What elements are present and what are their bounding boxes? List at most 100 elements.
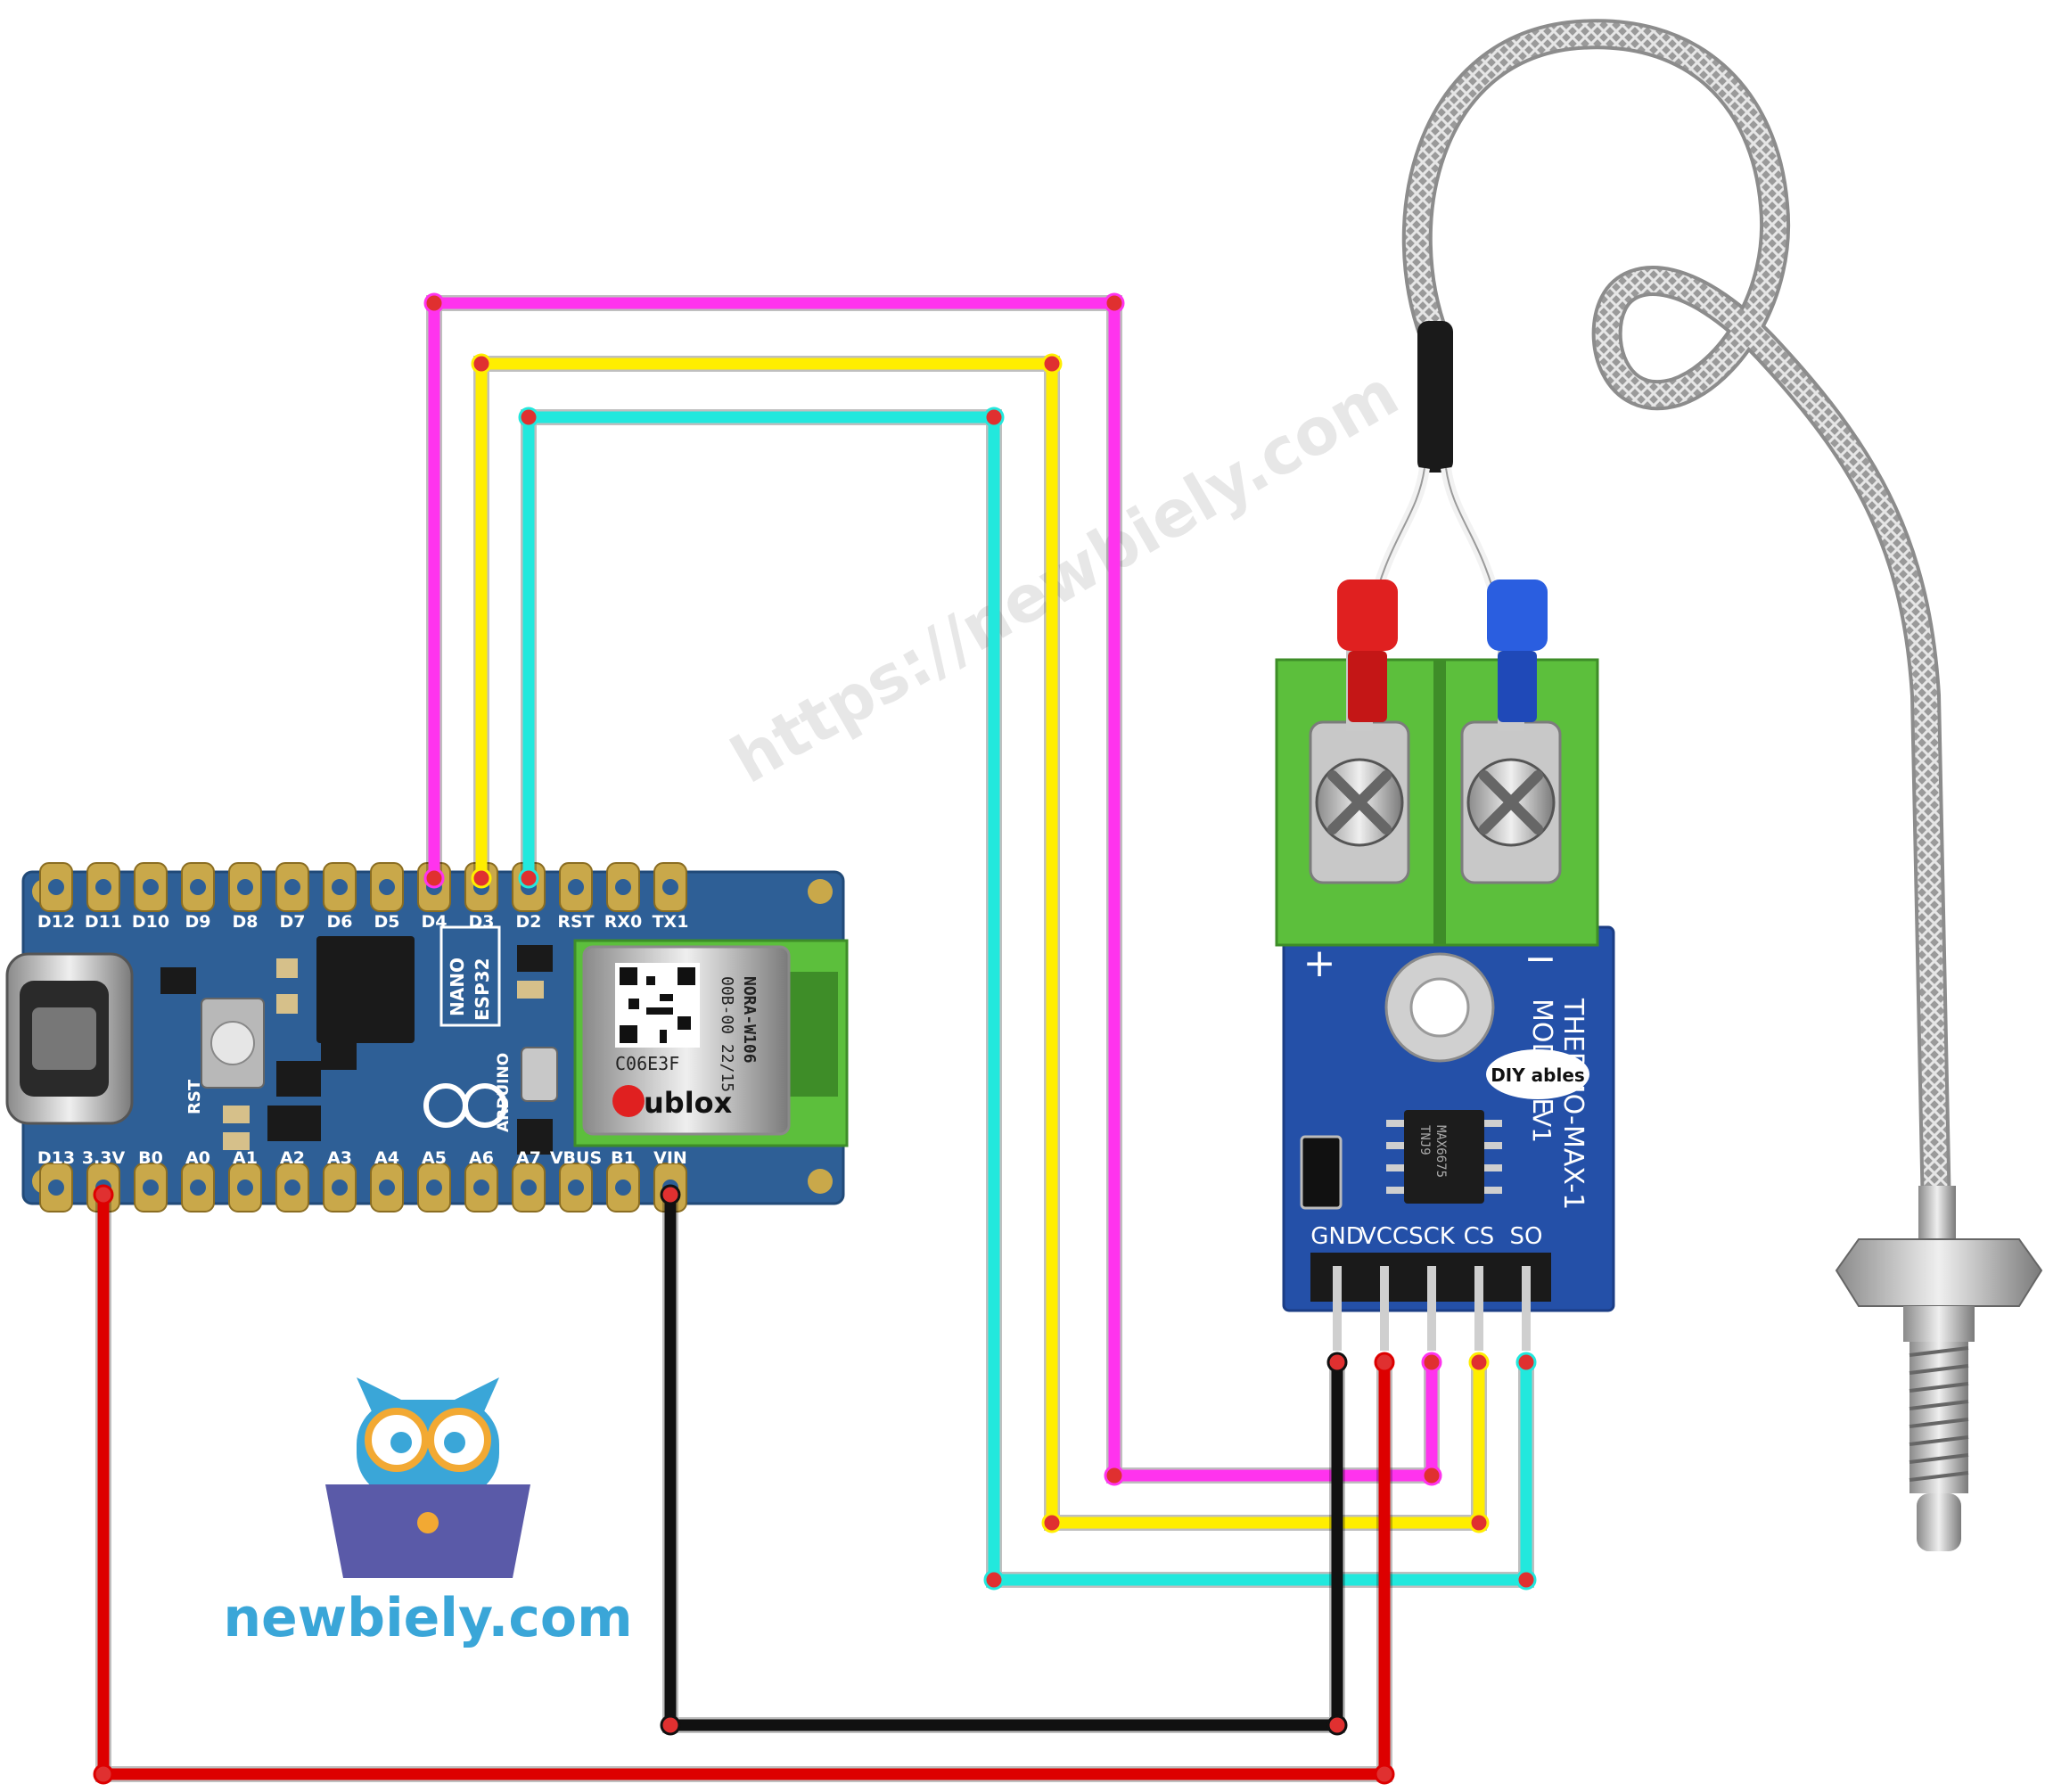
arduino-nano-esp32: RST NANO ESP32 ARDUINO	[5, 862, 849, 1212]
board-pin-label: B0	[138, 1148, 163, 1168]
wire-vin-to-gnd	[660, 1184, 1348, 1736]
reset-button[interactable]	[201, 998, 265, 1089]
wire-d2-to-so	[518, 407, 1537, 1591]
diyables-logo-text: DIY ables	[1491, 1065, 1585, 1086]
ublox-brand: ublox	[644, 1086, 733, 1120]
board-pin-label: A6	[469, 1148, 494, 1168]
silk-arduino-label: ARDUINO	[495, 1053, 513, 1132]
board-pin-label: D11	[85, 912, 122, 932]
minus-label: −	[1524, 936, 1557, 982]
board-pin-a0[interactable]	[181, 1163, 215, 1212]
board-pin-label: A3	[327, 1148, 352, 1168]
board-pin-label: A4	[374, 1148, 399, 1168]
board-pin-label: A0	[185, 1148, 210, 1168]
board-pin-label: D4	[422, 912, 448, 932]
board-pin-a5[interactable]	[417, 1163, 451, 1212]
module-pin-so[interactable]	[1522, 1266, 1531, 1351]
board-pin-label: RX0	[604, 912, 643, 932]
module-line1: 00B-00 22/15	[718, 976, 736, 1092]
board-pin-vbus[interactable]	[559, 1163, 593, 1212]
silk-nano-label: NANO	[447, 958, 468, 1016]
component-ic-small	[160, 967, 196, 994]
probe-collar	[1918, 1186, 1956, 1239]
silk-rst-label: RST	[185, 1079, 204, 1114]
red-crimp-connector	[1337, 580, 1398, 731]
wire-33v-to-vcc	[93, 1184, 1395, 1785]
board-pin-label: D6	[327, 912, 353, 932]
terminal-screw-right	[1460, 720, 1562, 884]
board-pin-label: D8	[233, 912, 259, 932]
thermocouple-probe	[1367, 19, 2043, 1551]
module-pin-label: CS	[1464, 1223, 1495, 1250]
usb-c-connector	[5, 952, 134, 1125]
board-pin-b0[interactable]	[134, 1163, 168, 1212]
board-pin-rst[interactable]	[559, 862, 593, 912]
blue-crimp-connector	[1487, 580, 1548, 731]
module-pin-label: GND	[1310, 1223, 1364, 1250]
chip-label: MAX6675	[1433, 1125, 1448, 1178]
probe-thread	[1909, 1342, 1969, 1493]
board-pin-d11[interactable]	[86, 862, 120, 912]
main-ic	[316, 936, 415, 1043]
qr-code	[615, 963, 700, 1048]
board-pin-label: A7	[516, 1148, 541, 1168]
board-pin-a2[interactable]	[275, 1163, 309, 1212]
board-pin-rx0[interactable]	[606, 862, 640, 912]
board-pin-label: D10	[132, 912, 169, 932]
ublox-logo-icon	[612, 1085, 645, 1117]
board-pin-label: D5	[374, 912, 400, 932]
board-pin-label: A2	[280, 1148, 305, 1168]
heat-shrink-sleeve	[1417, 321, 1453, 473]
module-code: C06E3F	[615, 1053, 679, 1074]
module-version: V1	[1527, 1110, 1556, 1143]
module-pin-vcc[interactable]	[1380, 1266, 1389, 1351]
board-pin-d5[interactable]	[370, 862, 404, 912]
board-pin-label: TX1	[653, 912, 689, 932]
board-pin-a1[interactable]	[228, 1163, 262, 1212]
board-pin-label: D3	[469, 912, 495, 932]
board-pin-d8[interactable]	[228, 862, 262, 912]
capacitor	[1300, 1135, 1343, 1210]
board-pin-label: D9	[185, 912, 211, 932]
module-pin-gnd[interactable]	[1333, 1266, 1342, 1351]
board-pin-label: A5	[422, 1148, 447, 1168]
board-pin-a4[interactable]	[370, 1163, 404, 1212]
board-pin-label: D7	[280, 912, 306, 932]
plus-label: +	[1303, 941, 1336, 986]
board-pin-b1[interactable]	[606, 1163, 640, 1212]
board-pin-d7[interactable]	[275, 862, 309, 912]
board-pin-label: B1	[611, 1148, 636, 1168]
board-pin-label: A1	[233, 1148, 258, 1168]
crystal	[521, 1047, 558, 1102]
board-pin-d10[interactable]	[134, 862, 168, 912]
chip-code: TNJ9	[1417, 1125, 1432, 1155]
module-line2: NORA-W106	[740, 976, 759, 1064]
board-pin-a3[interactable]	[323, 1163, 357, 1212]
board-pin-a7[interactable]	[512, 1163, 546, 1212]
module-pin-label: SO	[1510, 1223, 1543, 1250]
board-pin-d12[interactable]	[39, 862, 73, 912]
board-pin-a6[interactable]	[464, 1163, 498, 1212]
board-pin-label: VBUS	[550, 1148, 602, 1168]
board-pin-d13[interactable]	[39, 1163, 73, 1212]
wire-d4-to-sck	[423, 292, 1442, 1486]
probe-tip	[1917, 1493, 1961, 1551]
board-pin-label: D2	[516, 912, 542, 932]
arduino-logo	[423, 1083, 507, 1128]
newbiely-logo-text: newbiely.com	[223, 1587, 632, 1649]
module-pin-label: SCK	[1409, 1223, 1456, 1250]
module-pin-cs[interactable]	[1474, 1266, 1483, 1351]
newbiely-logo: newbiely.com	[223, 1377, 633, 1649]
board-pin-d9[interactable]	[181, 862, 215, 912]
probe-hex-nut	[1835, 1238, 2043, 1307]
wires	[93, 292, 1537, 1785]
module-pin-sck[interactable]	[1427, 1266, 1436, 1351]
thermocouple-module: + − THERMO-MAX-1 MODULE V1 DIY ables MAX…	[1275, 580, 1615, 1351]
wire-d3-to-cs	[471, 353, 1490, 1533]
board-pin-tx1[interactable]	[653, 862, 687, 912]
silk-esp32-label: ESP32	[472, 958, 493, 1021]
ublox-module: C06E3F 00B-00 22/15 NORA-W106 ublox	[573, 939, 849, 1147]
board-pin-d6[interactable]	[323, 862, 357, 912]
module-title: THERMO-MAX-1	[1557, 998, 1589, 1210]
